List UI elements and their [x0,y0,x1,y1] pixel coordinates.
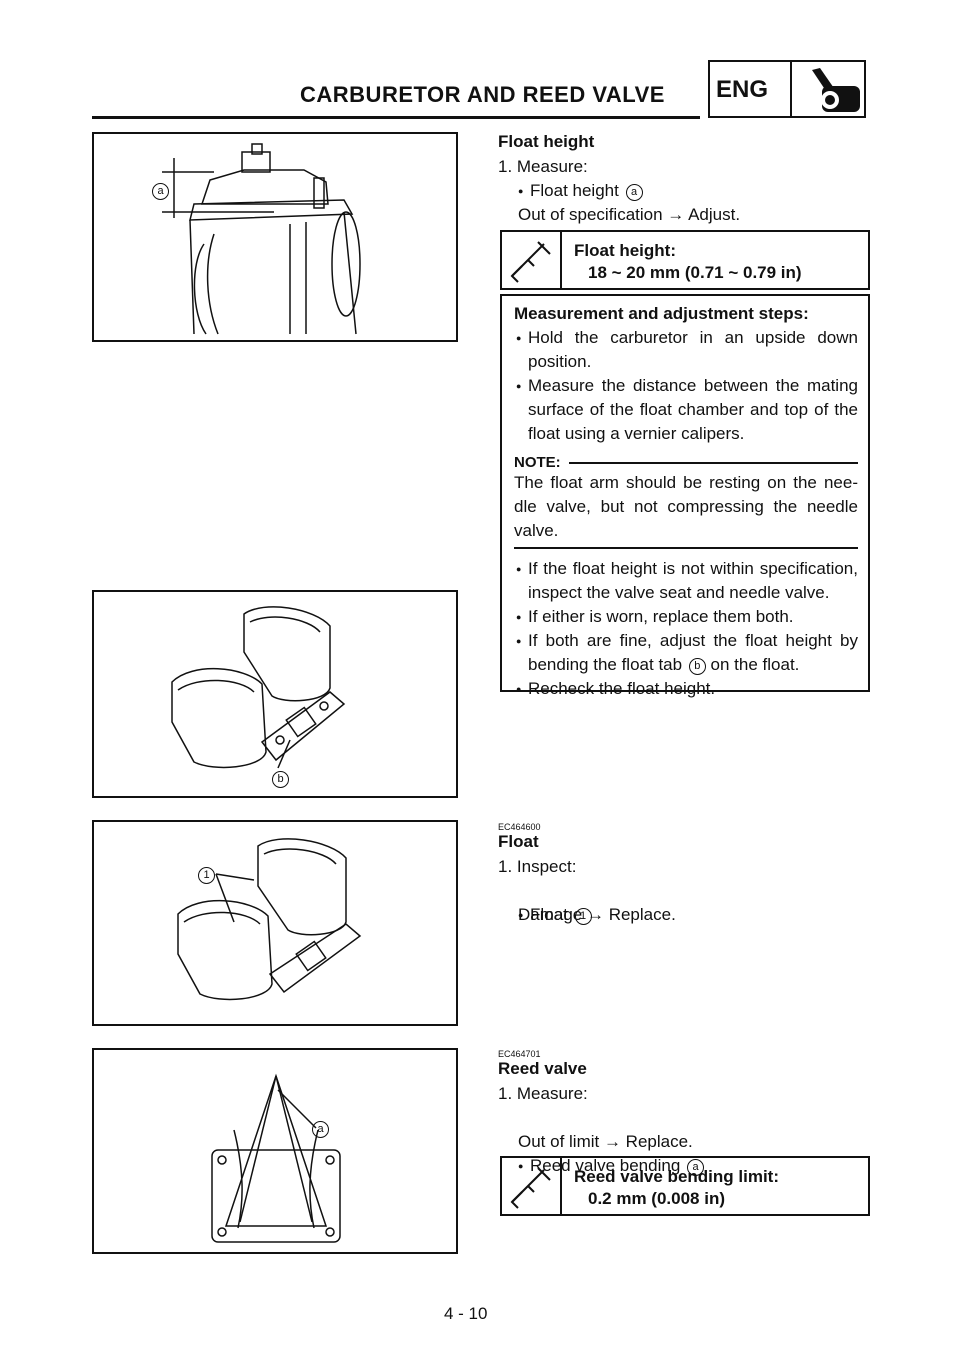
reed-code: EC464701 [498,1049,541,1059]
callout-a-reed: a [312,1121,329,1138]
float-item: Float 1 [518,903,960,927]
float-result: Damage → Replace. [518,905,676,924]
page-title: CARBURETOR AND REED VALVE [300,82,665,107]
figure-reed-valve: a [92,1048,458,1254]
step-bullet-6: Recheck the float height. [516,677,858,701]
step-bullet-2: Measure the distance between the mating … [516,374,858,446]
spec-box-reed: Reed valve bending limit: 0.2 mm (0.008 … [500,1156,870,1216]
section-badge: ENG [708,60,866,118]
float-height-step: 1. Measure: [498,157,588,176]
reed-heading: Reed valve [498,1059,587,1078]
steps-title: Measurement and adjustment steps: [514,304,809,323]
spec-reed-text: Reed valve bending limit: 0.2 mm (0.008 … [574,1167,779,1208]
callout-b: b [272,771,289,788]
figure-float-tab: b [92,590,458,798]
wrench-bolt-icon [812,68,860,112]
caliper-icon [510,241,551,283]
spec-float-height-text: Float height: 18 ~ 20 mm (0.71 ~ 0.79 in… [574,241,802,282]
spec-box-float-height: Float height: 18 ~ 20 mm (0.71 ~ 0.79 in… [500,230,870,290]
note-text: The float arm should be resting on the n… [514,473,858,540]
step-bullet-1: Hold the carburetor in an upside down po… [516,326,858,374]
page-number: 4 - 10 [444,1304,488,1323]
section-badge-label: ENG [716,76,769,103]
ref-a: a [625,184,643,201]
figure-float: 1 [92,820,458,1026]
float-step: 1. Inspect: [498,857,577,876]
note-label: NOTE: [514,454,561,471]
reed-result: Out of limit → Replace. [518,1132,693,1151]
float-height-heading: Float height [498,132,595,151]
float-height-item: Float height a [518,179,960,203]
float-height-result: Out of specification → Adjust. [518,205,741,224]
ref-a-reed: a [687,1159,705,1176]
callout-1: 1 [198,867,215,884]
float-code: EC464600 [498,822,541,832]
figure-carburetor: a [92,132,458,342]
steps-box: Measurement and adjustment steps: Hold t… [500,294,870,701]
float-heading: Float [498,832,539,851]
step-bullet-3: If the float height is not within specif… [516,557,858,605]
ref-b: b [688,658,706,675]
reed-item: Reed valve bending a [518,1154,960,1178]
header-rule [92,116,700,119]
step-bullet-4: If either is worn, replace them both. [516,605,858,629]
caliper-icon [510,1167,551,1209]
reed-step: 1. Measure: [498,1084,588,1103]
step-bullet-5: If both are fine, adjust the float heigh… [516,629,858,677]
ref-1: 1 [574,908,592,925]
callout-a: a [152,183,169,200]
